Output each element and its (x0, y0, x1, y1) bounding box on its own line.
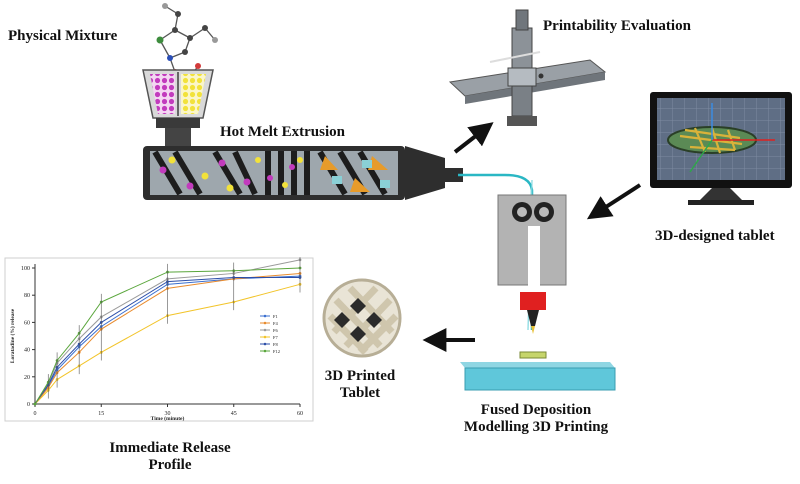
legend-marker (263, 321, 267, 325)
legend-marker (263, 314, 267, 318)
x-axis-label: Time (minute) (151, 415, 185, 422)
series-line (34, 272, 301, 405)
series-point (33, 402, 37, 406)
y-axis-label: Loratadine (%) release (9, 308, 16, 363)
legend-label: F1 (273, 314, 278, 319)
y-tick-label: 20 (24, 375, 30, 381)
physical-mixture-label: Physical Mixture (8, 28, 118, 44)
series-line (34, 275, 301, 405)
y-tick-label: 80 (24, 293, 30, 299)
printed-tablet-label-line1: 3D Printed (324, 368, 396, 384)
hopper-icon (142, 69, 214, 148)
fdm-label: Fused Deposition Modelling 3D Printing (436, 402, 636, 437)
x-tick-label: 30 (165, 411, 171, 417)
x-tick-label: 15 (98, 411, 104, 417)
build-platform-icon (460, 351, 616, 391)
legend-marker (263, 349, 267, 353)
legend-marker (263, 342, 267, 346)
series-line (34, 259, 301, 405)
extruder-barrel (143, 146, 463, 200)
fdm-label-line1: Fused Deposition (480, 402, 592, 418)
designed-tablet-label: 3D-designed tablet (655, 228, 775, 244)
legend-label: F4 (273, 321, 279, 326)
release-profile-label-line1: Immediate Release (109, 440, 231, 456)
legend-label: F7 (273, 335, 279, 340)
series-line (34, 283, 301, 405)
series-line (34, 267, 301, 405)
fdm-label-line2: Modelling 3D Printing (463, 419, 609, 436)
x-tick-label: 60 (297, 411, 303, 417)
release-profile-label-line2: Profile (148, 457, 192, 474)
arrow-monitor-to-printer (586, 183, 642, 220)
hot-melt-extrusion-label: Hot Melt Extrusion (220, 124, 345, 140)
legend-label: F12 (273, 349, 280, 354)
printed-tablet-icon (322, 278, 402, 358)
y-tick-label: 40 (24, 348, 30, 354)
legend-label: F8 (273, 342, 279, 347)
printed-tablet-label: 3D Printed Tablet (310, 368, 410, 403)
legend-label: F6 (273, 328, 279, 333)
y-tick-label: 0 (27, 402, 30, 408)
y-tick-label: 100 (21, 266, 30, 272)
y-tick-label: 60 (24, 320, 30, 326)
printer-head-icon (497, 194, 567, 334)
arrow-to-printability (453, 122, 494, 154)
legend-marker (263, 328, 267, 332)
x-tick-label: 0 (34, 411, 37, 417)
legend-marker (263, 335, 267, 339)
series-line (34, 277, 300, 405)
printed-tablet-label-line2: Tablet (339, 385, 381, 402)
chart-series (33, 257, 302, 406)
printability-evaluation-label: Printability Evaluation (543, 18, 691, 34)
release-profile-label: Immediate Release Profile (70, 440, 270, 475)
x-tick-label: 45 (231, 411, 237, 417)
monitor-icon (650, 92, 792, 205)
printability-tester-icon (448, 9, 607, 126)
